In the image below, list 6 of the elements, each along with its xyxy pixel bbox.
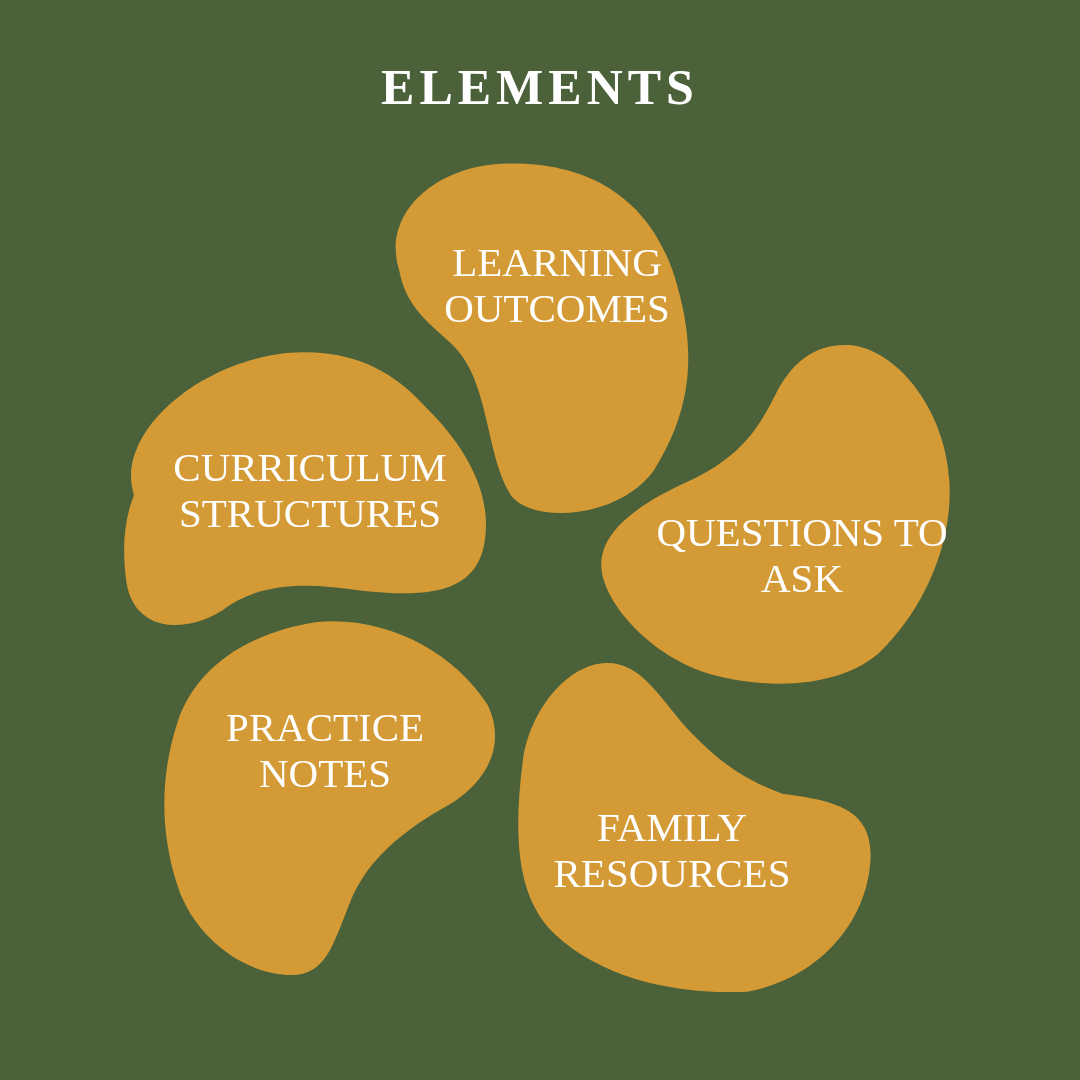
node-label: CURRICULUM STRUCTURES — [172, 444, 448, 536]
node-label: PRACTICE NOTES — [224, 704, 426, 796]
title: ELEMENTS — [380, 58, 700, 116]
node-label: FAMILY RESOURCES — [552, 804, 792, 896]
node-label: QUESTIONS TO ASK — [655, 509, 949, 601]
node-label: LEARNING OUTCOMES — [443, 239, 671, 331]
